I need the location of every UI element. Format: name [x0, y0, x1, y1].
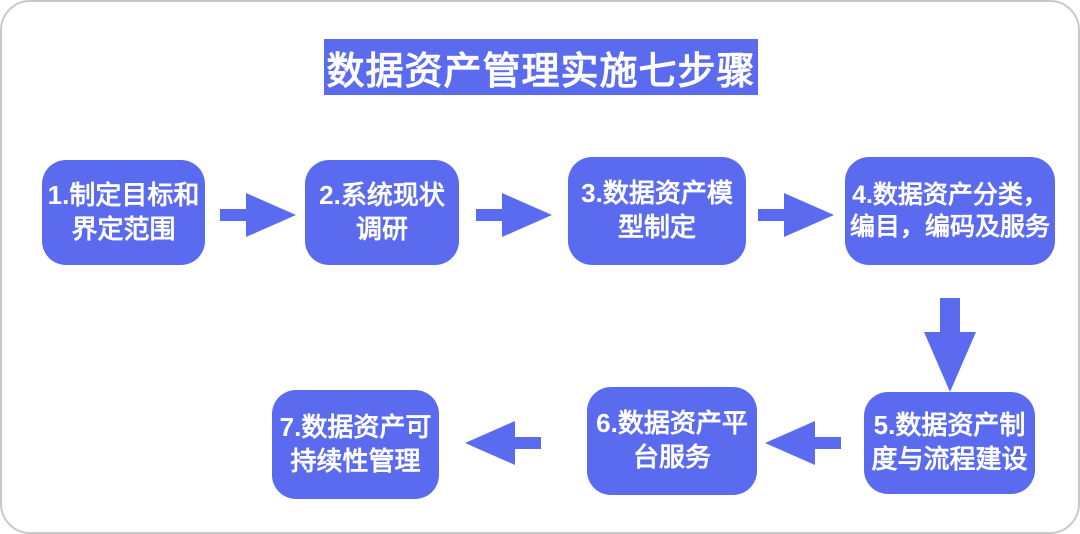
step-box-3: 3.数据资产模 型制定: [568, 157, 746, 265]
step-box-6: 6.数据资产平 台服务: [587, 387, 757, 495]
step-box-7: 7.数据资产可 持续性管理: [272, 390, 439, 499]
flow-arrow-right-2-3-icon: [476, 193, 552, 237]
flow-arrow-right-1-2-icon: [220, 193, 296, 237]
step-box-4: 4.数据资产分类， 编目，编码及服务: [845, 157, 1055, 265]
flow-arrow-down-4-5-icon: [924, 298, 976, 392]
diagram-title: 数据资产管理实施七步骤: [324, 39, 758, 95]
flow-arrow-left-5-6-icon: [765, 421, 841, 465]
step-box-1: 1.制定目标和 界定范围: [42, 160, 205, 265]
flow-arrow-right-3-4-icon: [758, 193, 834, 237]
step-box-5: 5.数据资产制 度与流程建设: [864, 392, 1035, 494]
flow-arrow-left-6-7-icon: [465, 421, 541, 465]
step-box-2: 2.系统现状 调研: [305, 160, 459, 265]
